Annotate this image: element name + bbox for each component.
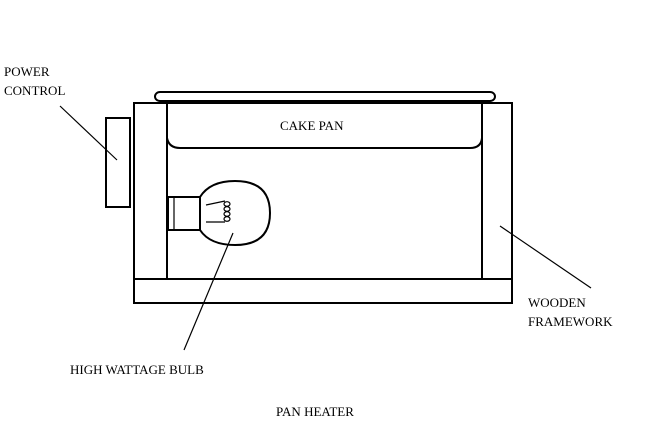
filament-wire-top [205,200,226,206]
filament-coil [223,201,231,222]
cake-pan [166,103,483,149]
power-control-label-line2: CONTROL [4,83,65,98]
power-control-box [105,117,131,208]
cake-pan-rim [154,91,496,102]
bulb-leader [183,232,234,351]
bulb-glass [199,179,272,247]
power-control-leader [59,105,118,161]
diagram-title: PAN HEATER [276,404,354,419]
wooden-framework-label-line2: FRAMEWORK [528,314,613,329]
wooden-framework-leader [499,225,592,289]
wooden-framework-outer [133,102,513,304]
cake-pan-label: CAKE PAN [280,118,344,133]
wooden-framework-label-line1: WOODEN [528,295,586,310]
bulb-socket [167,196,201,231]
power-control-label-line1: POWER [4,64,50,79]
bulb-label: HIGH WATTAGE BULB [70,362,204,377]
